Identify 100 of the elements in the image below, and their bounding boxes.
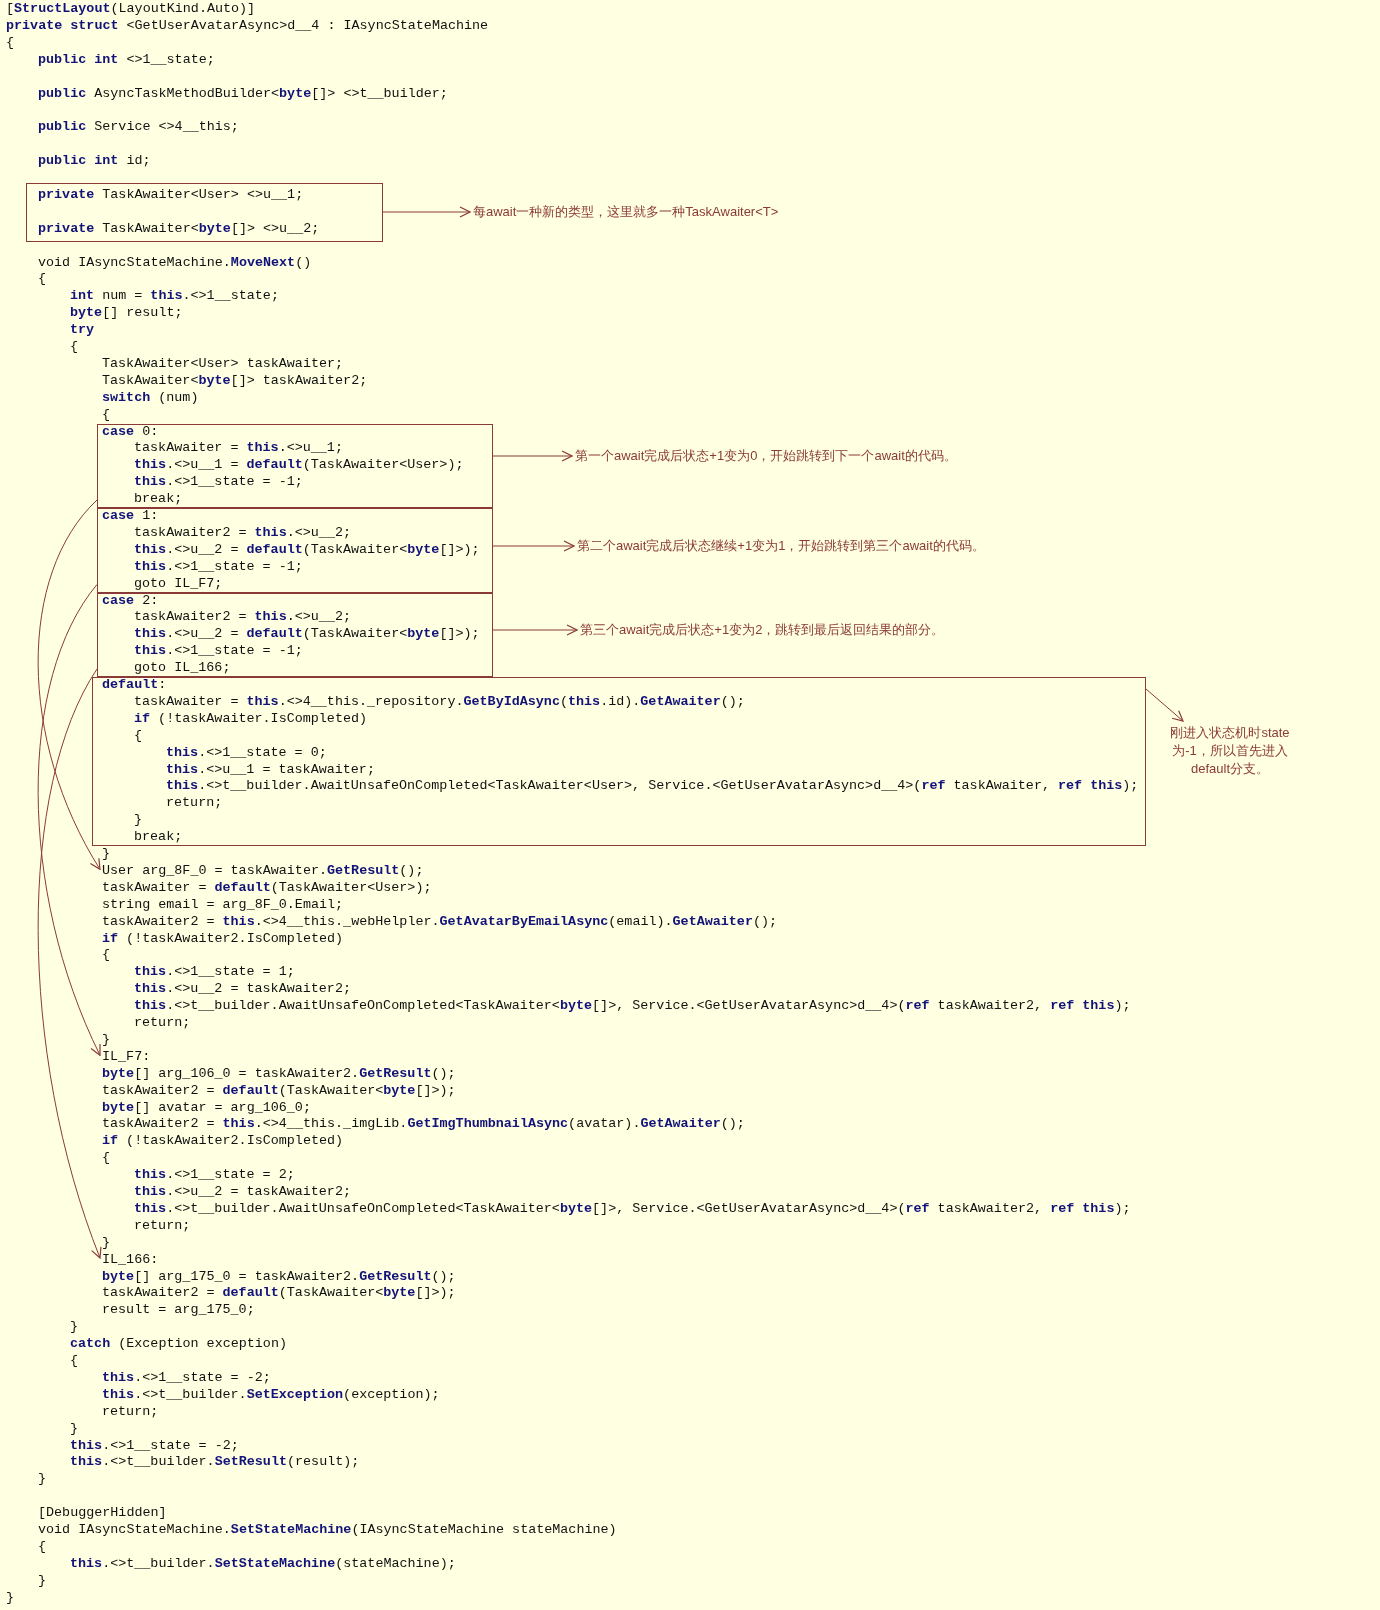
code-line: int num = this.<>1__state; xyxy=(70,288,279,306)
code-line: goto IL_166; xyxy=(134,660,231,678)
highlight-box xyxy=(97,508,493,593)
code-line: public int id; xyxy=(38,153,151,171)
code-line: } xyxy=(38,1572,47,1590)
code-line: { xyxy=(6,34,15,52)
code-line: void IAsyncStateMachine.SetStateMachine(IAsyncStateMachine stateMachine) xyxy=(38,1522,617,1539)
highlight-box xyxy=(92,677,1146,846)
arrow xyxy=(492,450,573,462)
arrow xyxy=(382,206,471,218)
code-line: private TaskAwaiter<User> <>u__1; xyxy=(38,186,304,204)
code-line: return; xyxy=(102,1403,159,1421)
code-line: } xyxy=(70,1319,79,1337)
code-line: private TaskAwaiter<byte[]> <>u__2; xyxy=(38,220,320,238)
code-line: break; xyxy=(134,829,183,847)
code-line: return; xyxy=(166,795,223,813)
code-line: taskAwaiter2 = this.<>4__this._webHelpler.GetAvatarByEmailAsync(email).GetAwaiter(); xyxy=(102,913,778,931)
code-line: byte[] arg_106_0 = taskAwaiter2.GetResult(); xyxy=(102,1065,456,1083)
code-line: { xyxy=(102,406,111,424)
highlight-box xyxy=(26,182,383,242)
code-line: public int <>1__state; xyxy=(38,51,215,69)
code-line: this.<>u__2 = taskAwaiter2; xyxy=(134,1184,351,1201)
code-line: } xyxy=(102,846,111,863)
code-line: this.<>t__builder.AwaitUnsafeOnCompleted<TaskAwaiter<byte[]>, Service.<GetUserAvatarAsync>d__4>(ref taskAwaiter2, ref this); xyxy=(134,998,1131,1016)
code-line: byte[] result; xyxy=(70,305,183,323)
code-line: [DebuggerHidden] xyxy=(38,1505,167,1523)
code-line: switch (num) xyxy=(102,389,199,407)
annotation-text: 第一个await完成后状态+1变为0，开始跳转到下一个await的代码。 xyxy=(575,447,957,465)
code-line: catch (Exception exception) xyxy=(70,1336,287,1354)
code-line: taskAwaiter2 = this.<>u__2; xyxy=(134,609,351,627)
curved-arrow xyxy=(37,668,102,1259)
code-line: this.<>1__state = -2; xyxy=(102,1369,271,1387)
code-line: taskAwaiter = default(TaskAwaiter<User>); xyxy=(102,879,432,897)
highlight-box xyxy=(97,592,493,677)
code-line: this.<>1__state = -2; xyxy=(70,1437,239,1455)
code-line: default: xyxy=(102,677,167,694)
code-line: return; xyxy=(134,1015,191,1032)
code-line: IL_166: xyxy=(102,1251,159,1269)
code-line: this.<>1__state = -1; xyxy=(134,558,303,576)
code-line: void IAsyncStateMachine.MoveNext() xyxy=(38,254,312,272)
code-line: { xyxy=(134,727,143,745)
code-line: case 0: xyxy=(102,423,159,441)
code-line: if (!taskAwaiter2.IsCompleted) xyxy=(102,1133,344,1151)
code-line: { xyxy=(38,1538,47,1556)
code-line: byte[] avatar = arg_106_0; xyxy=(102,1099,311,1117)
code-line: this.<>u__1 = default(TaskAwaiter<User>); xyxy=(134,457,464,475)
code-line: this.<>t__builder.SetResult(result); xyxy=(70,1454,360,1472)
code-line: TaskAwaiter<User> taskAwaiter; xyxy=(102,355,344,373)
arrow xyxy=(1145,688,1184,722)
code-line: IL_F7: xyxy=(102,1048,151,1066)
annotation-text: 第二个await完成后状态继续+1变为1，开始跳转到第三个await的代码。 xyxy=(577,537,985,555)
code-line: return; xyxy=(134,1217,191,1235)
code-line: byte[] arg_175_0 = taskAwaiter2.GetResult(); xyxy=(102,1268,456,1286)
code-line: taskAwaiter2 = default(TaskAwaiter<byte[]>); xyxy=(102,1082,456,1100)
code-line: private struct <GetUserAvatarAsync>d__4 : IAsyncStateMachine xyxy=(6,17,489,35)
code-line: if (!taskAwaiter2.IsCompleted) xyxy=(102,930,344,948)
code-line: this.<>t__builder.AwaitUnsafeOnCompleted<TaskAwaiter<byte[]>, Service.<GetUserAvatarAsync>d__4>(ref taskAwaiter2, ref this); xyxy=(134,1200,1131,1218)
code-line: try xyxy=(70,322,95,340)
code-line: } xyxy=(102,1234,111,1252)
annotation-text: 每await一种新的类型，这里就多一种TaskAwaiter<T> xyxy=(473,203,779,221)
code-line: { xyxy=(102,947,111,965)
code-line: } xyxy=(6,1589,15,1607)
code-line: } xyxy=(134,812,143,830)
code-line: goto IL_F7; xyxy=(134,575,223,593)
annotation-text: 刚进入状态机时state为-1，所以首先进入default分支。 xyxy=(1155,724,1305,778)
code-line: TaskAwaiter<byte[]> taskAwaiter2; xyxy=(102,372,368,390)
code-line: { xyxy=(70,339,79,356)
code-line: taskAwaiter2 = this.<>4__this._imgLib.GetImgThumbnailAsync(avatar).GetAwaiter(); xyxy=(102,1116,745,1134)
curved-arrow xyxy=(37,584,102,1056)
code-line: { xyxy=(38,271,47,289)
code-line: } xyxy=(70,1420,79,1438)
code-line: { xyxy=(70,1353,79,1370)
code-line: public AsyncTaskMethodBuilder<byte[]> <>t__builder; xyxy=(38,85,448,103)
code-line: [StructLayout(LayoutKind.Auto)] xyxy=(6,1,256,18)
code-line: User arg_8F_0 = taskAwaiter.GetResult(); xyxy=(102,862,424,880)
code-line: case 2: xyxy=(102,592,159,610)
code-line: this.<>u__2 = default(TaskAwaiter<byte[]>); xyxy=(134,626,480,644)
arrow xyxy=(492,624,578,636)
annotation-text: 第三个await完成后状态+1变为2，跳转到最后返回结果的部分。 xyxy=(580,621,945,639)
code-line: this.<>u__2 = default(TaskAwaiter<byte[]>); xyxy=(134,541,480,559)
code-line: string email = arg_8F_0.Email; xyxy=(102,896,344,914)
code-line: this.<>t__builder.SetStateMachine(stateMachine); xyxy=(70,1555,456,1573)
code-line: this.<>t__builder.AwaitUnsafeOnCompleted<TaskAwaiter<User>, Service.<GetUserAvatarAsync>d__4>(ref taskAwaiter, ref this); xyxy=(166,778,1139,796)
code-line: this.<>1__state = -1; xyxy=(134,474,303,492)
code-line: taskAwaiter2 = this.<>u__2; xyxy=(134,524,351,542)
code-line: taskAwaiter = this.<>u__1; xyxy=(134,440,343,458)
code-line: } xyxy=(102,1031,111,1049)
code-line: { xyxy=(102,1150,111,1168)
arrow xyxy=(492,540,575,552)
code-line: this.<>1__state = 1; xyxy=(134,964,295,982)
curved-arrow xyxy=(37,499,101,870)
code-line: break; xyxy=(134,491,183,509)
code-line: this.<>u__1 = taskAwaiter; xyxy=(166,761,375,779)
code-line: } xyxy=(38,1471,47,1489)
code-line: this.<>u__2 = taskAwaiter2; xyxy=(134,981,351,999)
code-line: taskAwaiter2 = default(TaskAwaiter<byte[]>); xyxy=(102,1285,456,1303)
code-line: taskAwaiter = this.<>4__this._repository.GetByIdAsync(this.id).GetAwaiter(); xyxy=(134,693,745,711)
code-line: this.<>1__state = 2; xyxy=(134,1167,295,1185)
code-line: this.<>t__builder.SetException(exception); xyxy=(102,1386,440,1404)
code-line: if (!taskAwaiter.IsCompleted) xyxy=(134,710,368,728)
